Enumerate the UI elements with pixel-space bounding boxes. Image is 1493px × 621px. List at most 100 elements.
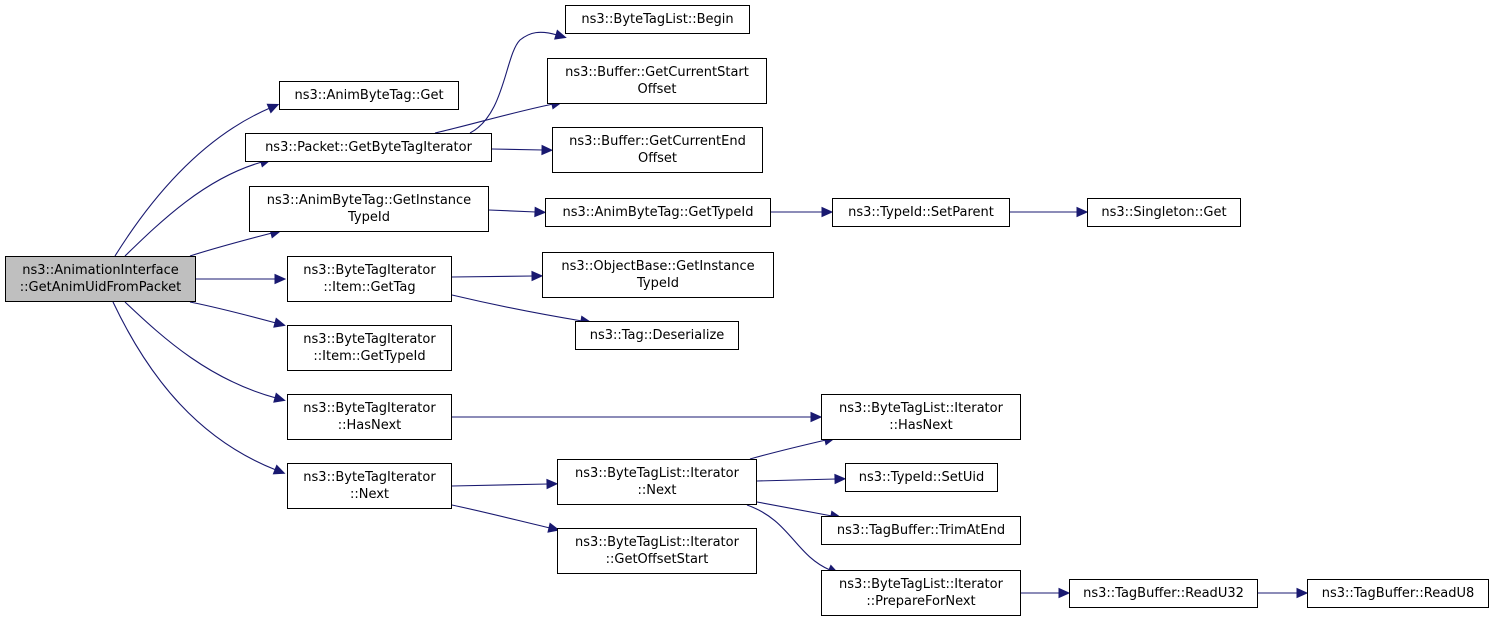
edge-line: [124, 161, 263, 257]
edge-line: [434, 103, 554, 134]
node-bytetagiterator-hasnext[interactable]: ns3::ByteTagIterator::HasNext: [287, 394, 452, 440]
node-label-line: ns3::TypeId::SetParent: [848, 205, 994, 220]
node-bytetagiterator-next[interactable]: ns3::ByteTagIterator::Next: [287, 463, 452, 509]
node-label-line: ns3::TypeId::SetUid: [858, 470, 985, 485]
edge-line: [488, 209, 537, 213]
arrowhead-icon: [1076, 206, 1089, 218]
edge-line: [469, 31, 558, 134]
edge-bytetagiterator-item-gettag-to-objectbase-getinstancetypeid: [451, 270, 544, 282]
node-typeid-setparent[interactable]: ns3::TypeId::SetParent: [832, 198, 1010, 227]
node-label-line: ::HasNext: [889, 418, 953, 433]
node-typeid-setuid[interactable]: ns3::TypeId::SetUid: [845, 463, 998, 492]
node-tagbuffer-trimatend[interactable]: ns3::TagBuffer::TrimAtEnd: [821, 516, 1021, 545]
arrowhead-icon: [531, 270, 544, 282]
node-bytetagiterator-item-gettypeid[interactable]: ns3::ByteTagIterator::Item::GetTypeId: [287, 325, 452, 371]
node-label-line: ns3::AnimByteTag::GetInstance: [266, 193, 472, 208]
node-label-line: ::Item::GetTag: [323, 280, 416, 295]
node-label-line: ns3::Packet::GetByteTagIterator: [265, 140, 472, 155]
edge-bytetagiterator-item-gettag-to-tag-deserialize: [451, 294, 593, 326]
arrowhead-icon: [273, 392, 286, 403]
node-label-line: ::GetAnimUidFromPacket: [19, 280, 182, 295]
edge-line: [451, 483, 549, 487]
edge-line: [491, 148, 544, 151]
node-label-line: ns3::ByteTagIterator: [303, 470, 436, 485]
arrowhead-icon: [821, 206, 834, 218]
edge-line: [451, 504, 551, 529]
node-label-line: ns3::ByteTagIterator: [303, 401, 436, 416]
arrowhead-icon: [273, 317, 286, 328]
edge-line: [451, 294, 583, 322]
node-label-line: ns3::Buffer::GetCurrentStart: [565, 65, 749, 80]
node-label-line: ns3::ByteTagList::Iterator: [839, 401, 1003, 416]
arrowhead-icon: [266, 103, 280, 114]
arrowhead-icon: [534, 206, 547, 218]
edge-typeid-setparent-to-singleton-get: [1010, 206, 1089, 218]
node-label-line: ns3::ByteTagIterator: [303, 332, 436, 347]
node-label-line: Offset: [637, 82, 677, 97]
node-label-line: ::HasNext: [337, 418, 402, 433]
node-label-line: ns3::AnimByteTag::Get: [294, 88, 444, 103]
node-label-line: ns3::TagBuffer::TrimAtEnd: [836, 523, 1006, 538]
node-label-line: ns3::AnimByteTag::GetTypeId: [562, 205, 754, 220]
node-bytetaglist-iterator-getoffsetstart[interactable]: ns3::ByteTagList::Iterator::GetOffsetSta…: [557, 528, 757, 574]
edge-root-to-animbytetag-get: [114, 103, 280, 257]
edge-bytetaglist-iterator-next-to-typeid-setuid: [756, 473, 847, 485]
edge-line: [749, 439, 827, 460]
edge-root-to-bytetagiterator-next: [112, 301, 286, 475]
edge-root-to-animbytetag-getinstancetypeid: [189, 228, 282, 257]
arrowhead-icon: [541, 144, 554, 156]
arrowhead-icon: [834, 473, 847, 485]
node-tag-deserialize[interactable]: ns3::Tag::Deserialize: [575, 321, 739, 350]
node-bytetagiterator-item-gettag[interactable]: ns3::ByteTagIterator::Item::GetTag: [287, 256, 452, 302]
node-root: ns3::AnimationInterface::GetAnimUidFromP…: [5, 256, 196, 302]
node-singleton-get[interactable]: ns3::Singleton::Get: [1087, 198, 1241, 227]
edge-bytetagiterator-next-to-bytetaglist-iterator-next: [451, 478, 559, 490]
node-label-line: ::Item::GetTypeId: [313, 349, 426, 364]
node-label-line: ::Next: [637, 483, 677, 498]
node-tagbuffer-readu32[interactable]: ns3::TagBuffer::ReadU32: [1069, 579, 1258, 608]
arrowhead-icon: [554, 29, 567, 40]
arrowhead-icon: [1296, 587, 1309, 599]
edge-animbytetag-gettypeid-to-typeid-setparent: [771, 206, 834, 218]
node-label-line: ns3::ByteTagList::Iterator: [575, 466, 739, 481]
node-label-line: ::Next: [349, 487, 390, 502]
edge-root-to-bytetagiterator-item-gettag: [196, 273, 287, 285]
node-label-line: ns3::TagBuffer::ReadU8: [1321, 586, 1475, 601]
node-label-line: ::PrepareForNext: [866, 594, 976, 609]
edge-line: [451, 275, 534, 278]
node-bytetaglist-iterator-hasnext[interactable]: ns3::ByteTagList::Iterator::HasNext: [821, 394, 1021, 440]
node-label-line: ns3::ByteTagList::Begin: [581, 12, 734, 27]
edge-bytetagiterator-next-to-bytetaglist-iterator-getoffsetstart: [451, 504, 560, 533]
arrowhead-icon: [810, 411, 823, 423]
arrowhead-icon: [1058, 587, 1071, 599]
edge-root-to-bytetagiterator-item-gettypeid: [189, 301, 286, 328]
node-label-line: TypeId: [637, 276, 679, 291]
edge-bytetagiterator-hasnext-to-bytetaglist-iterator-hasnext: [452, 411, 823, 423]
edge-animbytetag-getinstancetypeid-to-animbytetag-gettypeid: [488, 206, 547, 218]
edge-line: [112, 301, 277, 471]
edge-line: [189, 301, 277, 324]
edge-root-to-bytetagiterator-hasnext: [124, 301, 286, 403]
node-bytetaglist-iterator-next[interactable]: ns3::ByteTagList::Iterator::Next: [557, 459, 757, 505]
edge-bytetaglist-iterator-preparefornext-to-tagbuffer-readu32: [1021, 587, 1071, 599]
node-label-line: ns3::Tag::Deserialize: [589, 328, 725, 343]
node-packet-getbytetagiterator[interactable]: ns3::Packet::GetByteTagIterator: [245, 133, 492, 162]
node-label-line: ns3::ByteTagIterator: [303, 263, 436, 278]
node-tagbuffer-readu8[interactable]: ns3::TagBuffer::ReadU8: [1307, 579, 1489, 608]
node-label-line: ns3::TagBuffer::ReadU32: [1083, 586, 1244, 601]
node-bytetaglist-iterator-preparefornext[interactable]: ns3::ByteTagList::Iterator::PrepareForNe…: [821, 570, 1021, 616]
node-label-line: ns3::Buffer::GetCurrentEnd: [569, 134, 746, 149]
node-animbytetag-gettypeid[interactable]: ns3::AnimByteTag::GetTypeId: [545, 198, 771, 227]
arrowhead-icon: [272, 464, 286, 475]
edge-packet-getbytetagiterator-to-bytetaglist-begin: [469, 29, 567, 134]
edge-line: [756, 478, 837, 482]
node-animbytetag-get[interactable]: ns3::AnimByteTag::Get: [279, 81, 459, 110]
node-label-line: ::GetOffsetStart: [605, 552, 709, 567]
edge-line: [124, 301, 277, 399]
node-label-line: ns3::ByteTagList::Iterator: [839, 577, 1003, 592]
node-bytetaglist-begin[interactable]: ns3::ByteTagList::Begin: [565, 5, 750, 34]
